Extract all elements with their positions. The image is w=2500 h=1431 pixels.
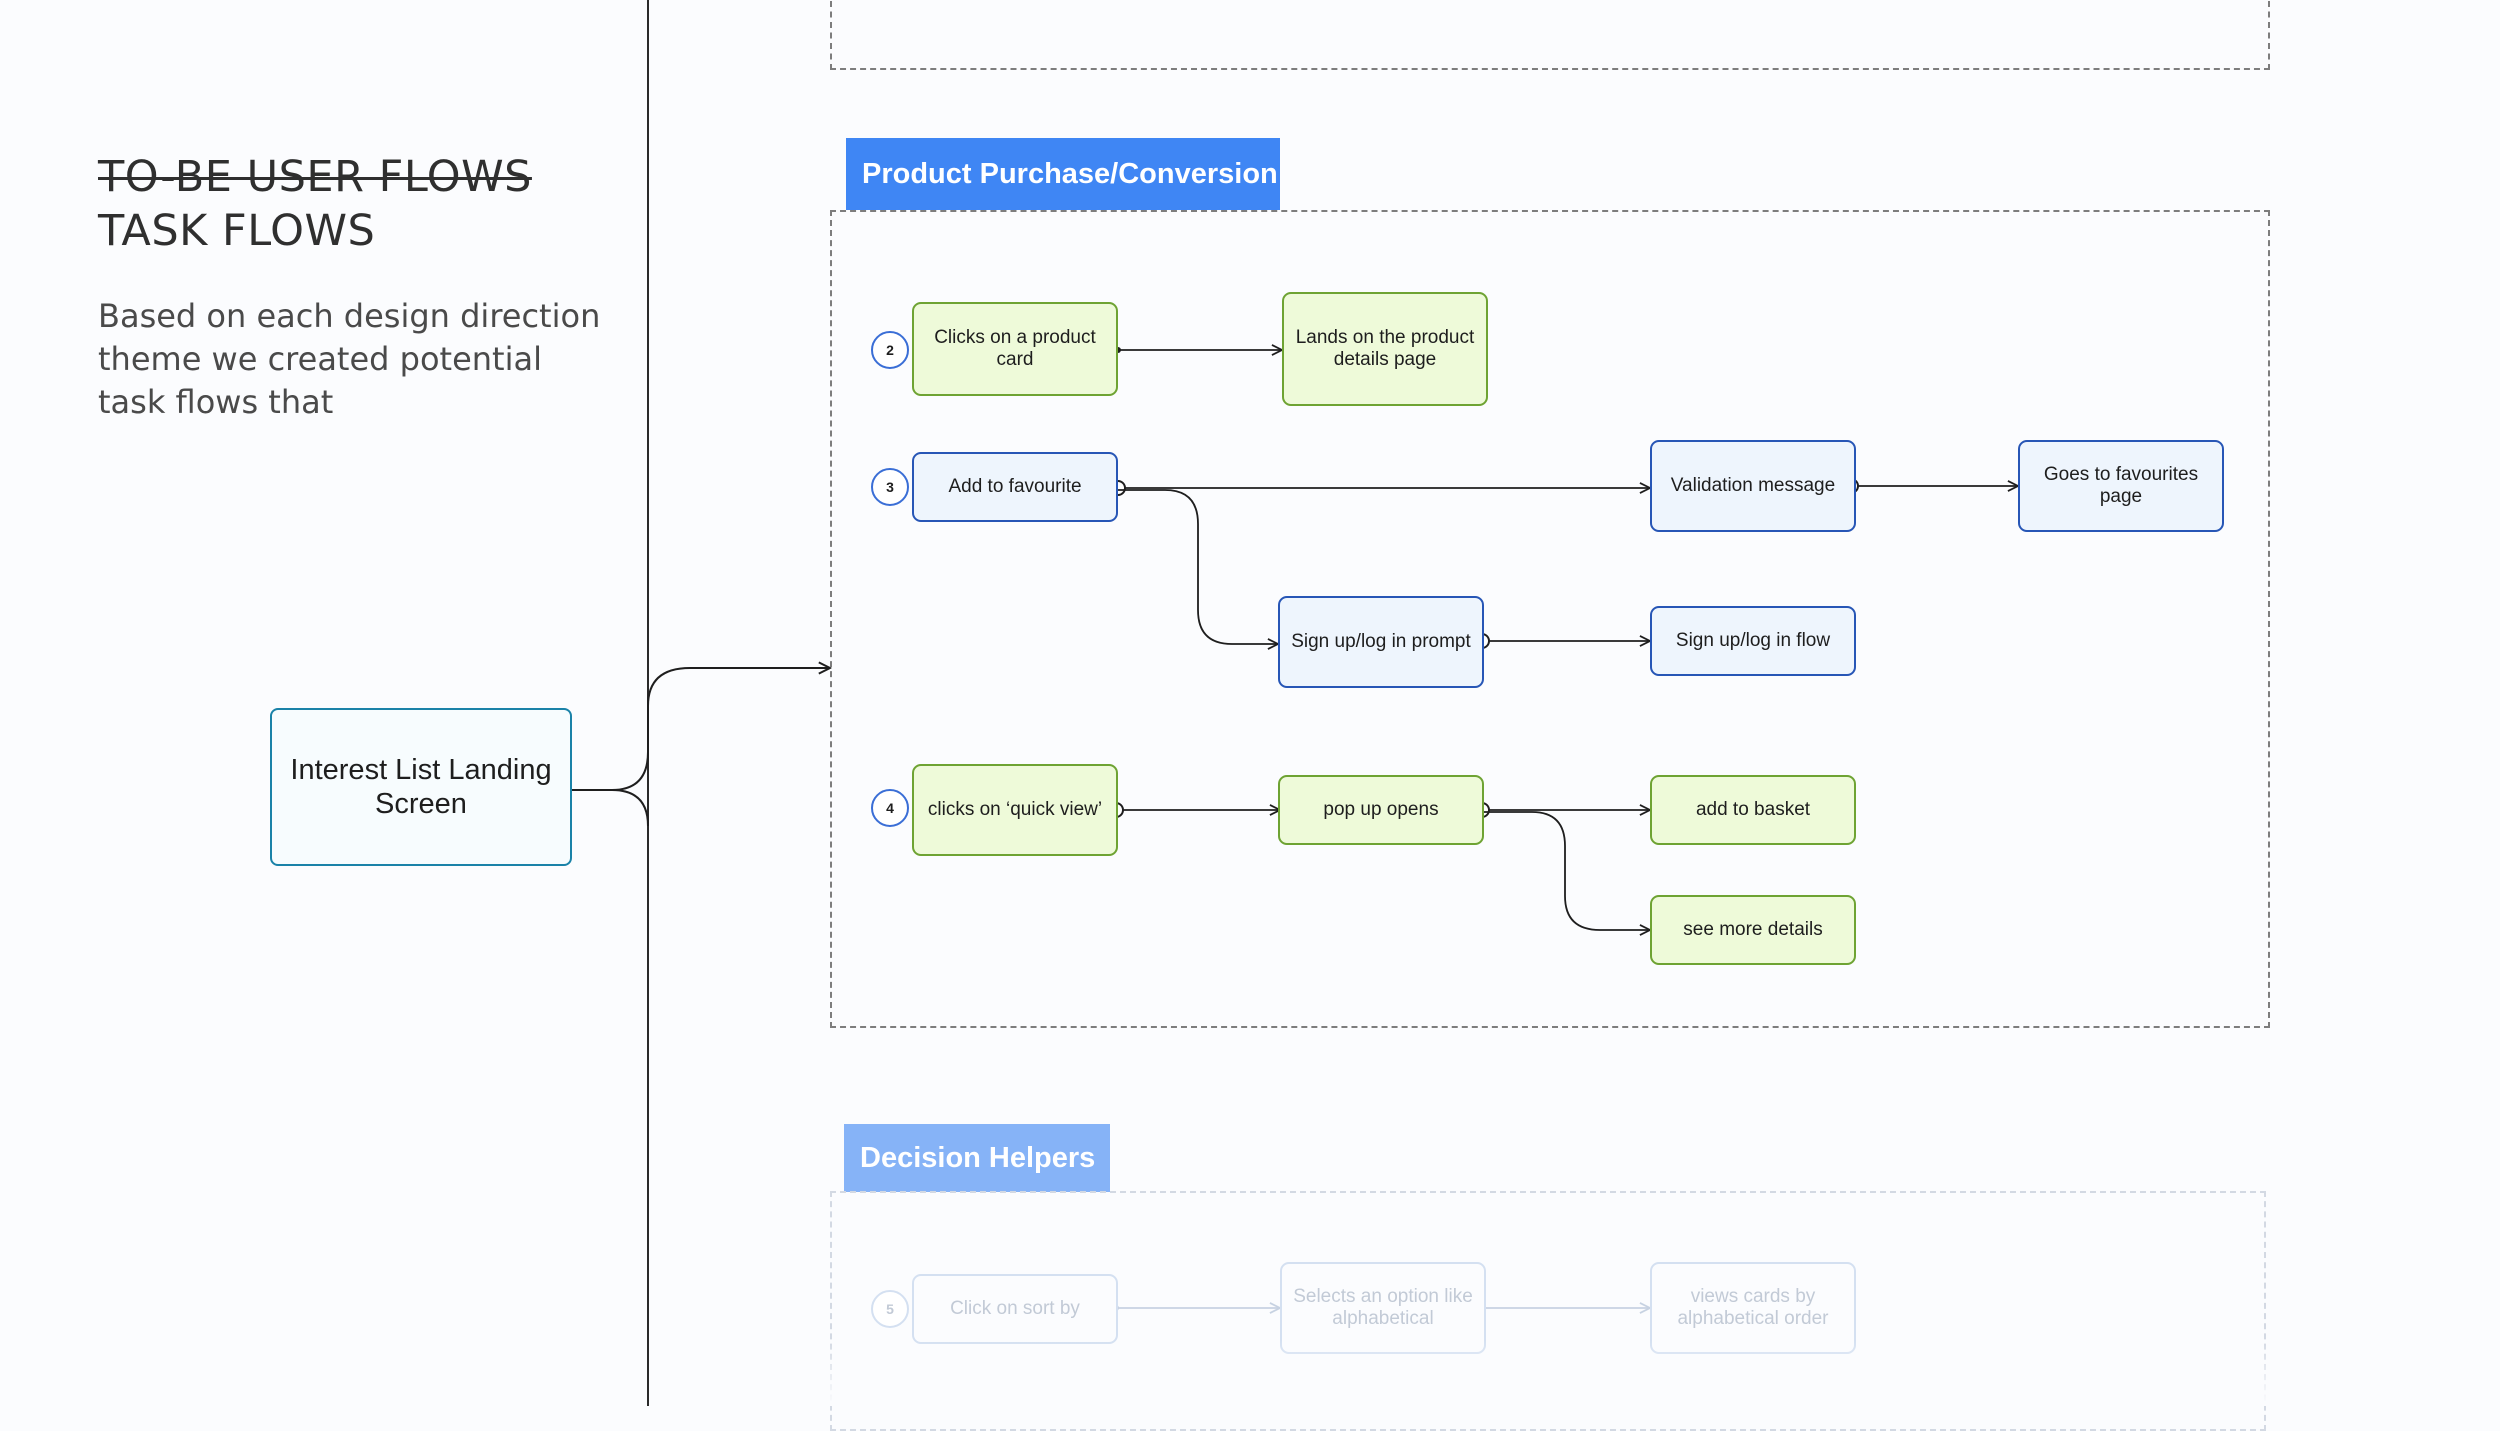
node-see-more-details[interactable]: see more details <box>1650 895 1856 965</box>
node-select-option[interactable]: Selects an option like alphabetical <box>1280 1262 1486 1354</box>
node-signup-flow[interactable]: Sign up/log in flow <box>1650 606 1856 676</box>
node-views-cards[interactable]: views cards by alphabetical order <box>1650 1262 1856 1354</box>
start-connector <box>572 668 830 791</box>
section-frame-purchase <box>830 210 2270 1028</box>
edge-4c <box>1482 811 1650 930</box>
step-badge-3: 3 <box>871 468 909 506</box>
node-goes-to-favourites[interactable]: Goes to favourites page <box>2018 440 2224 532</box>
start-node-interest-list[interactable]: Interest List Landing Screen <box>270 708 572 866</box>
struck-title: TO-BE USER FLOWS <box>98 152 532 202</box>
bottom-fade-overlay <box>820 1340 2280 1406</box>
page-heading: TO-BE USER FLOWS TASK FLOWS <box>98 150 532 258</box>
section-tab-decision[interactable]: Decision Helpers <box>844 1124 1110 1192</box>
node-product-details-page[interactable]: Lands on the product details page <box>1282 292 1488 406</box>
node-popup-opens[interactable]: pop up opens <box>1278 775 1484 845</box>
previous-section-frame <box>830 0 2270 70</box>
node-add-to-basket[interactable]: add to basket <box>1650 775 1856 845</box>
section-tab-purchase[interactable]: Product Purchase/Conversion <box>846 138 1280 210</box>
node-clicks-product-card[interactable]: Clicks on a product card <box>912 302 1118 396</box>
node-validation-message[interactable]: Validation message <box>1650 440 1856 532</box>
edge-3b <box>1118 489 1278 644</box>
node-quick-view[interactable]: clicks on ‘quick view’ <box>912 764 1118 856</box>
page-description: Based on each design direction theme we … <box>98 297 601 421</box>
node-signup-prompt[interactable]: Sign up/log in prompt <box>1278 596 1484 688</box>
node-add-to-favourite[interactable]: Add to favourite <box>912 452 1118 522</box>
start-connector-down <box>611 789 649 827</box>
page-title: TASK FLOWS <box>98 206 376 256</box>
node-click-sort-by[interactable]: Click on sort by <box>912 1274 1118 1344</box>
step-badge-2: 2 <box>871 331 909 369</box>
step-badge-5: 5 <box>871 1290 909 1328</box>
step-badge-4: 4 <box>871 789 909 827</box>
